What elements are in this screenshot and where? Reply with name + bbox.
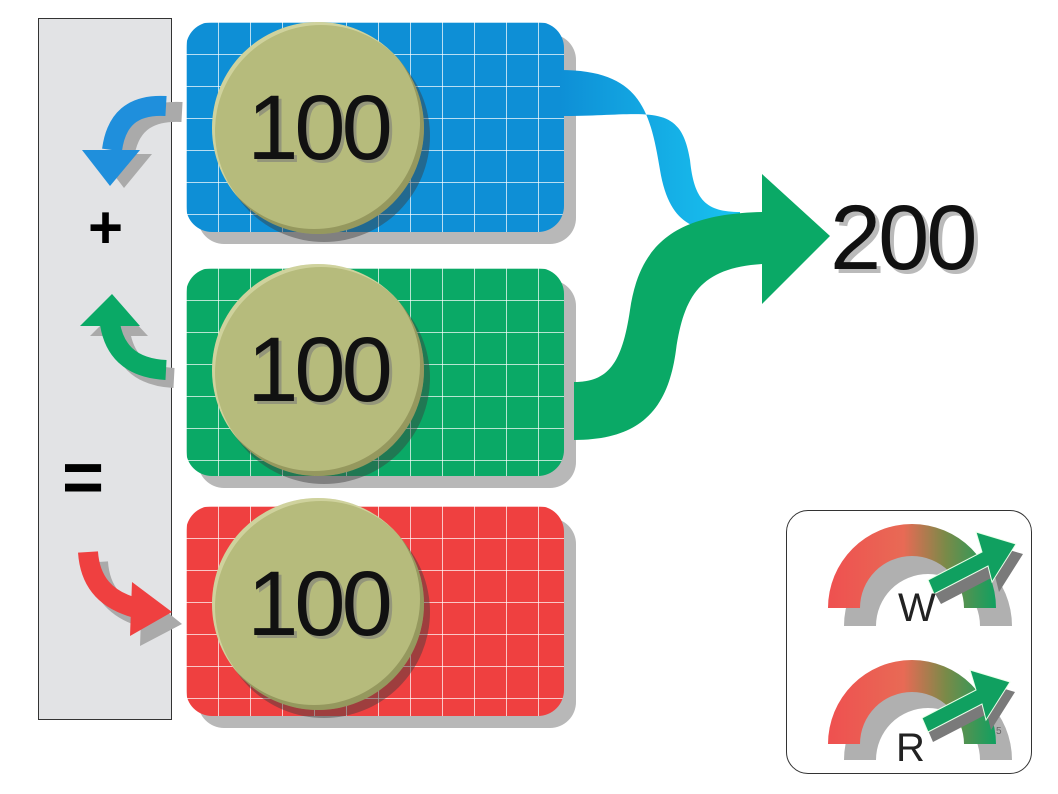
- coin-blue: 100: [212, 22, 424, 234]
- curved-arrow-red-icon: [78, 550, 182, 646]
- curved-arrow-green-icon: [80, 294, 175, 388]
- equals-operator: =: [62, 438, 105, 518]
- curved-arrow-blue-icon: [82, 95, 183, 188]
- gauge-write-icon: [828, 524, 1023, 626]
- gauge-read-tick: 5: [996, 726, 1002, 737]
- coin-blue-value: 100: [247, 76, 392, 179]
- coin-red-value: 100: [247, 552, 392, 655]
- gauge-read-label: R: [896, 726, 925, 770]
- coin-green-value: 100: [247, 318, 392, 421]
- coin-red: 100: [212, 498, 424, 710]
- coin-green: 100: [212, 264, 424, 476]
- gauge-write-label: W: [898, 586, 936, 630]
- gauge-read-icon: [828, 660, 1015, 760]
- result-value: 200: [830, 187, 977, 289]
- plus-operator: +: [88, 194, 124, 261]
